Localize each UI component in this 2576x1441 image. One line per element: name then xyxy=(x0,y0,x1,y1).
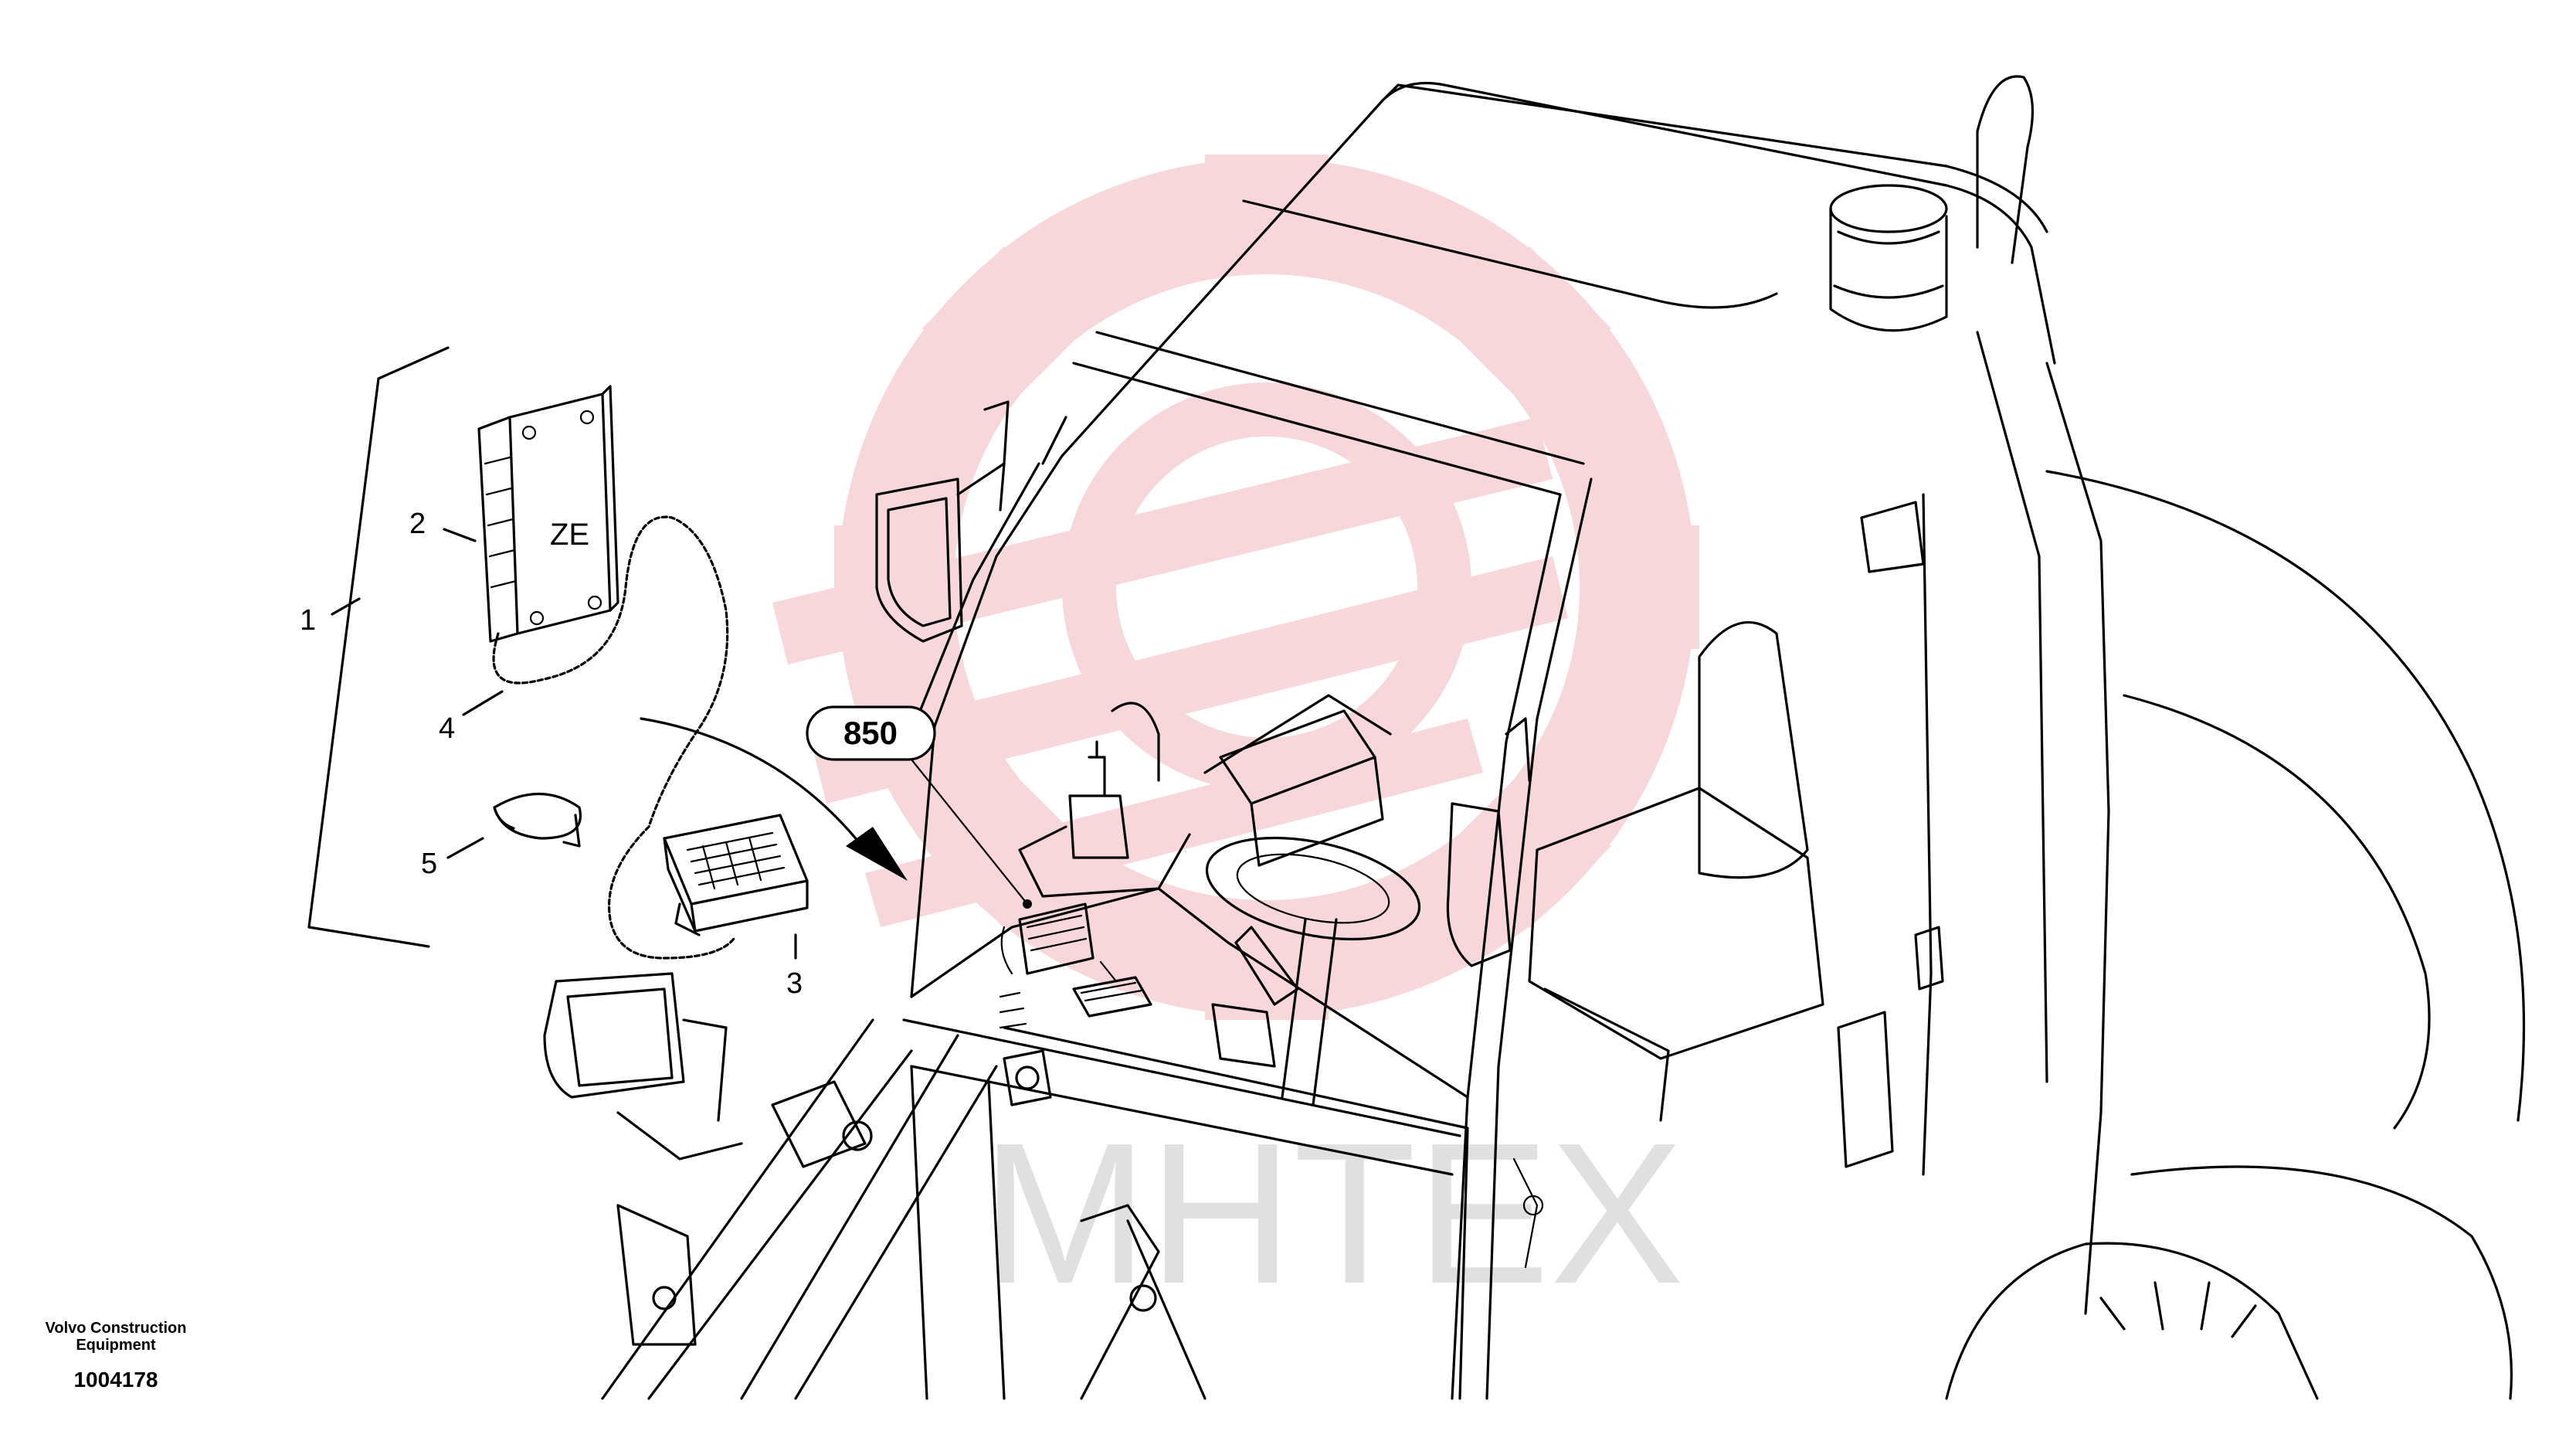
wire-harness xyxy=(492,515,735,960)
install-arrow-head xyxy=(846,827,908,881)
footer-brand-line2: Equipment xyxy=(76,1337,156,1354)
callout-3: 3 xyxy=(786,967,803,1000)
watermark-text: MHTEX xyxy=(981,1102,1684,1326)
group-reference-leader xyxy=(910,758,1029,906)
group-bracket xyxy=(307,346,450,948)
leader-5 xyxy=(446,837,484,859)
callout-4: 4 xyxy=(439,712,455,745)
exploded-parts-group: ZE xyxy=(307,346,1152,1018)
leader-2 xyxy=(443,528,477,542)
callout-2: 2 xyxy=(409,508,426,540)
callout-1: 1 xyxy=(300,604,316,637)
group-reference-850[interactable]: 850 xyxy=(806,705,1032,909)
footer-brand: Volvo Construction Equipment xyxy=(23,1320,209,1354)
installed-components xyxy=(1000,902,1152,1018)
leader-1 xyxy=(331,597,361,616)
module-label: ZE xyxy=(550,518,589,552)
group-reference-label: 850 xyxy=(843,715,898,751)
hose-clamp xyxy=(493,792,582,848)
install-arrow xyxy=(640,717,867,851)
watermark-gear-logo xyxy=(772,155,1699,1020)
footer-drawing-number: 1004178 xyxy=(73,1368,158,1392)
callout-5: 5 xyxy=(421,848,437,880)
cab-line-art xyxy=(543,75,2526,1400)
leader-4 xyxy=(462,690,504,716)
footer-brand-line1: Volvo Construction xyxy=(45,1320,187,1337)
control-unit-ze: ZE xyxy=(477,385,619,643)
group-reference-dot xyxy=(1023,899,1032,909)
keypad-module xyxy=(663,814,809,936)
